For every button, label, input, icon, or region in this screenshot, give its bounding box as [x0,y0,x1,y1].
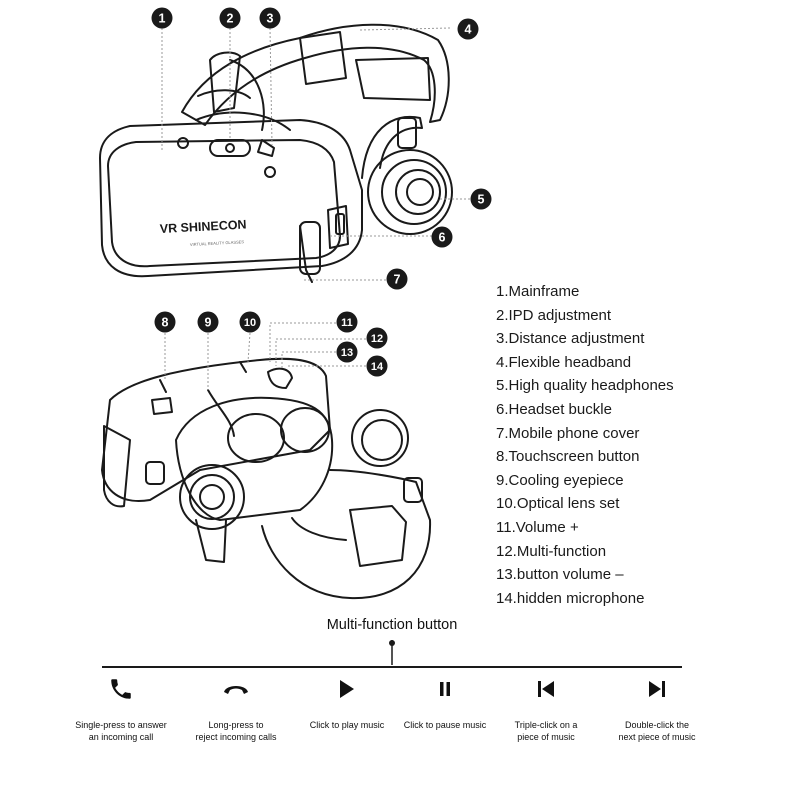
mainframe [99,119,363,278]
action-play: Click to play music [282,672,412,732]
svg-text:10: 10 [244,317,256,329]
svg-text:1: 1 [159,12,166,26]
callout-10: 10 [239,311,261,333]
legend-item: 1.Mainframe [496,283,580,300]
phone-hangup-icon [171,672,301,706]
svg-text:4: 4 [465,23,472,37]
callout-1: 1 [151,7,173,29]
action-label: Click to play music [309,720,385,730]
action-label: Single-press to answer [75,720,167,730]
action-label: Triple-click on a [514,720,578,730]
callout-13: 13 [336,341,358,363]
action-label: piece of music [517,731,575,742]
action-label: reject incoming calls [195,731,277,742]
legend-item: 12.Multi-function [496,542,607,560]
brand-logo: VR SHINECON [159,217,246,236]
svg-text:12: 12 [371,333,383,345]
headphone-front [367,149,453,235]
optical-lens [227,413,285,463]
headset-rear-illustration [101,357,432,600]
svg-text:8: 8 [162,316,169,330]
callout-leaders [161,27,470,390]
action-label: an incoming call [88,731,154,742]
legend-item: 8.Touchscreen button [496,448,640,466]
legend-item: 13.button volume – [496,566,624,584]
callout-12: 12 [366,327,388,349]
svg-text:7: 7 [394,273,401,287]
callout-4: 4 [457,18,479,40]
callout-7: 7 [386,268,408,290]
action-label: next piece of music [618,731,696,742]
callout-6: 6 [431,226,453,248]
legend-item: 5.High quality headphones [496,377,674,395]
svg-text:9: 9 [205,316,212,330]
legend-item: 11.Volume + [496,518,579,536]
headset-front-illustration [99,23,453,283]
svg-text:3: 3 [267,12,274,26]
legend-item: 4.Flexible headband [496,353,632,371]
legend-item: 7.Mobile phone cover [496,424,640,442]
callout-9: 9 [197,311,219,333]
svg-text:2: 2 [227,12,234,26]
callout-8: 8 [154,311,176,333]
action-label: Click to pause music [403,720,487,730]
multifunction-timeline [102,640,682,668]
parts-legend: 1.Mainframe 2.IPD adjustment 3.Distance … [496,280,796,610]
svg-text:6: 6 [439,231,446,245]
multifunction-title: Multi-function button [326,617,458,633]
svg-text:11: 11 [341,317,353,329]
previous-track-icon [481,672,611,706]
brand-subtext: VIRTUAL REALITY GLASSES [190,239,245,247]
callout-14: 14 [366,355,388,377]
next-track-icon [592,672,722,706]
action-label: Long-press to [208,720,264,730]
callout-3: 3 [259,7,281,29]
svg-text:14: 14 [371,361,384,373]
legend-item: 3.Distance adjustment [496,330,645,348]
pause-icon [380,672,510,706]
legend-item: 14.hidden microphone [496,589,645,607]
touchscreen-button [151,397,173,415]
legend-item: 6.Headset buckle [496,400,612,418]
callout-badges: 1 2 3 4 5 6 7 8 9 10 11 12 13 14 [151,7,492,377]
svg-text:5: 5 [478,193,485,207]
action-label: Double-click the [624,720,690,730]
legend-item: 9.Cooling eyepiece [496,471,624,489]
timeline-node [389,640,395,646]
legend-item: 10.Optical lens set [496,495,620,513]
callout-5: 5 [470,188,492,210]
svg-text:13: 13 [341,347,353,359]
headphone-rear [179,464,245,530]
callout-11: 11 [336,311,358,333]
play-icon [282,672,412,706]
action-pause: Click to pause music [380,672,510,732]
phone-answer-icon [56,672,186,706]
callout-2: 2 [219,7,241,29]
legend-item: 2.IPD adjustment [496,306,612,324]
